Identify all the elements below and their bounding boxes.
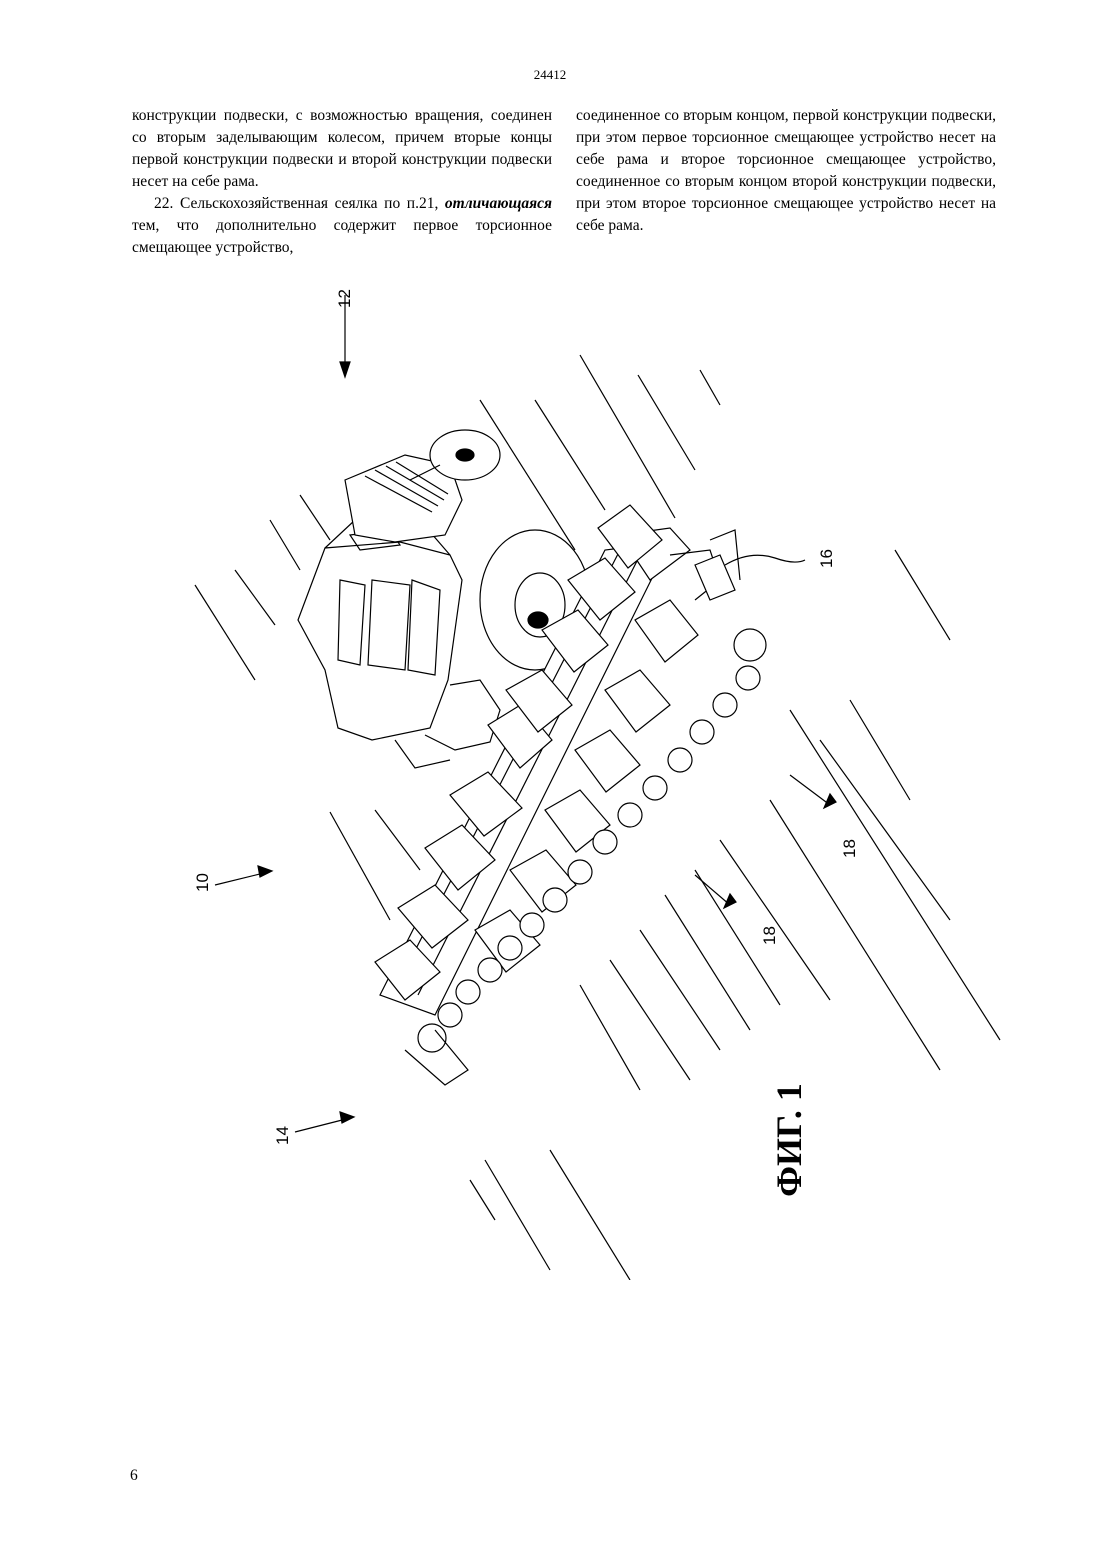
figure-caption: ФИГ. 1 (759, 1075, 819, 1205)
ref-label-12: 12 (335, 289, 354, 308)
ref-label-14: 14 (273, 1126, 292, 1145)
text-column-left: конструкции подвески, с возможностью вра… (132, 105, 552, 259)
claim-number: 22. (154, 195, 173, 212)
ref-label-16: 16 (817, 549, 836, 568)
text-column-right: соединенное со вторым концом, первой кон… (576, 105, 996, 237)
drawing-linework (195, 295, 1000, 1280)
ref-label-10: 10 (193, 873, 212, 892)
ref-label-18-lower: 18 (760, 926, 779, 945)
claim-22-emphasis: отличающаяся (445, 195, 552, 212)
claim-22-text-start: Сельскохозяйственная сеялка по п.21, (180, 195, 438, 212)
paragraph-claim-22-continued: соединенное со вторым концом, первой кон… (576, 105, 996, 237)
paragraph-claim-21-end: конструкции подвески, с возможностью вра… (132, 105, 552, 193)
patent-drawing-seeder: 12 10 14 16 18 18 (150, 280, 1010, 1280)
paragraph-claim-22: 22. Сельскохозяйственная сеялка по п.21,… (132, 193, 552, 259)
document-number: 24412 (0, 67, 1100, 83)
leader-line-16 (725, 555, 805, 565)
ref-label-18-upper: 18 (840, 839, 859, 858)
claim-22-text-end: тем, что дополнительно содержит первое т… (132, 217, 552, 256)
page-number: 6 (130, 1467, 138, 1485)
